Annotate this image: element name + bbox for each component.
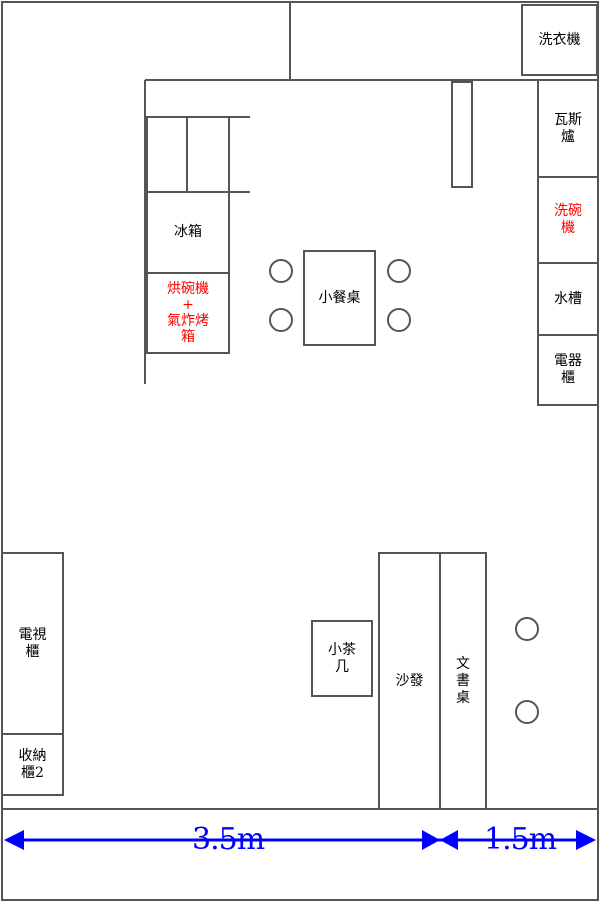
dishwasher-label: 洗碗 機 xyxy=(554,203,582,236)
sink-label: 水槽 xyxy=(554,290,582,307)
arrow-left-icon xyxy=(4,830,24,850)
narrow-counter xyxy=(451,81,473,188)
dryer-oven-label: 烘碗機 + 氣炸烤 箱 xyxy=(167,281,209,345)
arrow-right-icon xyxy=(576,830,596,850)
desk-chair xyxy=(515,700,539,724)
tea-table-label: 小茶 几 xyxy=(328,641,356,675)
storage-cabinet-box xyxy=(1,733,64,796)
dining-chair xyxy=(269,308,293,332)
desk-chair xyxy=(515,617,539,641)
dimension-left-label: 3.5m xyxy=(192,822,265,857)
dining-chair xyxy=(387,308,411,332)
sofa-label: 沙發 xyxy=(395,672,424,689)
appliance-cabinet-label: 電器 櫃 xyxy=(554,353,582,386)
storage-cabinet-label: 收納 櫃2 xyxy=(18,747,47,781)
dryer-oven-box xyxy=(146,272,230,354)
desk-label: 文 書 桌 xyxy=(456,655,470,706)
dining-table-box xyxy=(303,250,376,346)
gas-tank-label: 瓦斯 爐 xyxy=(554,111,582,145)
appliance-cabinet-box xyxy=(537,334,599,406)
tv-cabinet-label: 電視 櫃 xyxy=(18,626,47,660)
dimension-right-label: 1.5m xyxy=(484,822,557,857)
dining-chair xyxy=(269,259,293,283)
upper-cabinet-1 xyxy=(146,116,188,193)
tea-table-box xyxy=(311,620,373,697)
washing-machine-label: 洗衣機 xyxy=(538,31,581,48)
fridge-label: 冰箱 xyxy=(174,224,202,240)
dining-chair xyxy=(387,259,411,283)
dining-table-label: 小餐桌 xyxy=(318,289,361,306)
washing-machine-box xyxy=(521,4,598,76)
arrow-split-left-icon xyxy=(422,830,440,850)
desk-box xyxy=(439,552,487,810)
upper-cabinet-2 xyxy=(186,116,230,193)
arrow-split-right-icon xyxy=(440,830,458,850)
